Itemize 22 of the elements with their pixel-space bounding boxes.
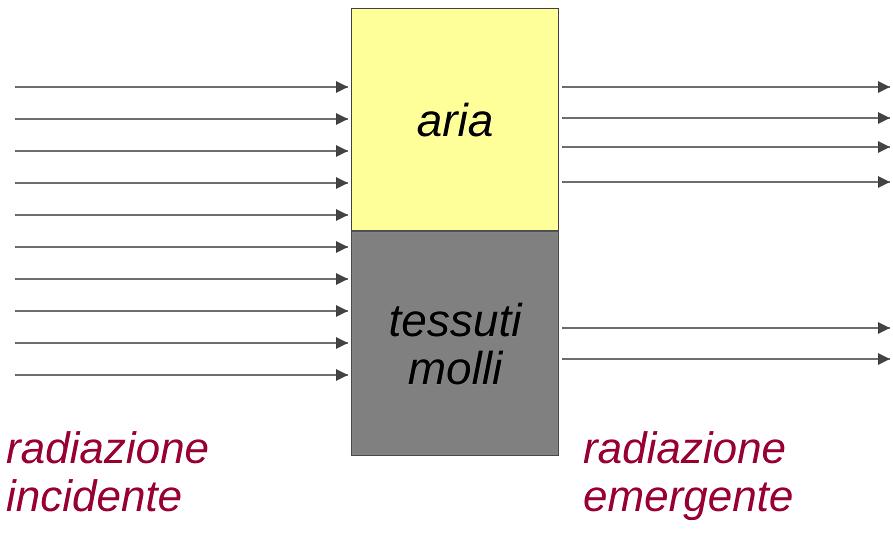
layer-label: tessuti molli bbox=[388, 296, 524, 392]
layer-label: aria bbox=[416, 96, 494, 144]
radiation-arrow bbox=[562, 353, 890, 365]
radiation-arrow bbox=[15, 113, 348, 125]
radiation-arrow bbox=[15, 369, 348, 381]
radiation-arrow bbox=[15, 145, 348, 157]
radiation-arrow bbox=[562, 176, 890, 188]
radiation-arrow bbox=[562, 322, 890, 334]
caption-text: radiazione incidente bbox=[6, 425, 210, 521]
radiation-arrow bbox=[15, 337, 348, 349]
radiation-arrow bbox=[562, 141, 890, 153]
radiation-arrow bbox=[562, 81, 890, 93]
radiation-arrow bbox=[15, 305, 348, 317]
radiation-arrow bbox=[15, 209, 348, 221]
radiation-arrow bbox=[15, 273, 348, 285]
radiation-arrow bbox=[15, 177, 348, 189]
radiation-arrow bbox=[15, 241, 348, 253]
radiation-arrow bbox=[15, 81, 348, 93]
soft-tissue-box bbox=[351, 231, 559, 456]
radiation-arrow bbox=[562, 112, 890, 124]
air-layer-box bbox=[351, 8, 559, 231]
caption-text: radiazione emergente bbox=[583, 425, 794, 521]
